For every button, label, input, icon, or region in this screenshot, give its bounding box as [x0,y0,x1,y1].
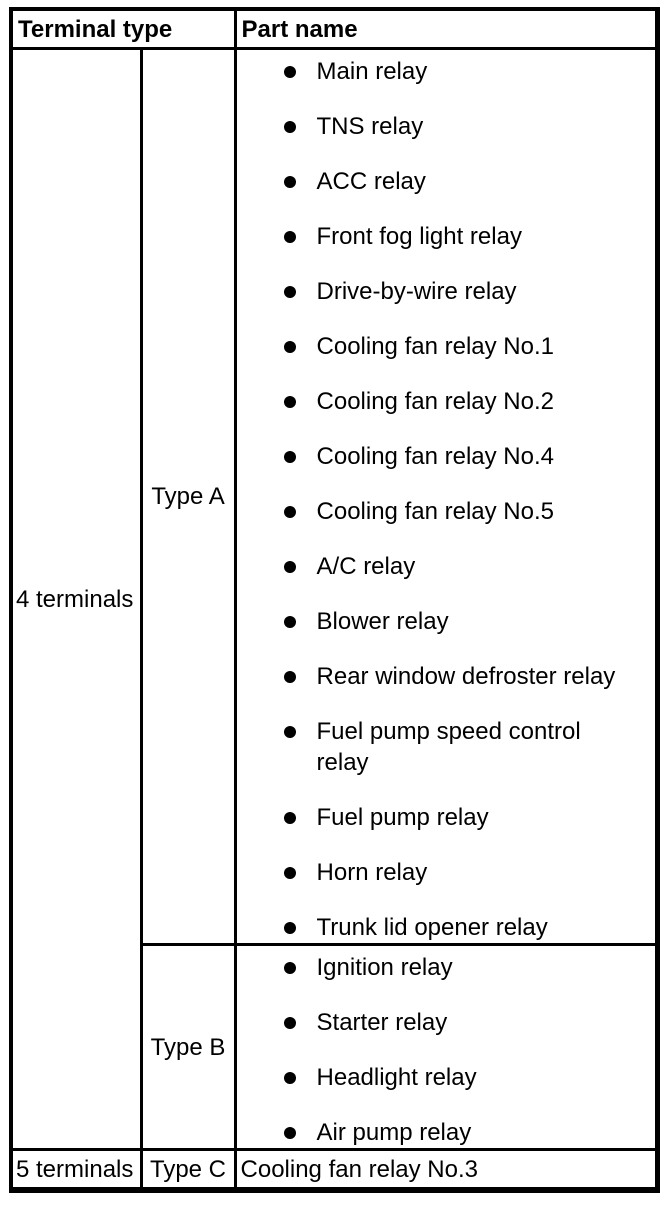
part-name-text: Horn relay [316,859,428,886]
list-item: Cooling fan relay No.2 [283,386,655,417]
list-item: Air pump relay [283,1117,655,1147]
bullet-icon [283,812,296,824]
part-name-text: Fuel pump speed control relay [316,718,581,776]
list-item: Cooling fan relay No.4 [283,441,655,472]
part-name-text: Ignition relay [316,954,453,981]
terminal-type-table: Terminal type Part name 4 terminals Type… [9,7,660,1193]
list-item: Trunk lid opener relay [283,912,655,942]
list-item: Front fog light relay [283,221,655,252]
parts-list-type-b: Ignition relay Starter relay Headlight r… [238,948,655,1147]
list-item: TNS relay [283,111,655,142]
cell-4-terminals: 4 terminals [9,47,143,1151]
part-name-text: Cooling fan relay No.1 [316,333,554,360]
bullet-icon [283,922,296,934]
cell-parts-type-a: Main relay TNS relay ACC relay Front fog… [233,47,659,946]
list-item: Rear window defroster relay [283,661,655,692]
bullet-icon [283,231,296,243]
cell-5-terminals: 5 terminals [9,1148,143,1192]
bullet-icon [283,506,296,518]
bullet-icon [283,1127,296,1139]
bullet-icon [283,726,296,738]
part-name-text: Cooling fan relay No.2 [316,388,554,415]
list-item: Fuel pump relay [283,802,655,833]
part-name-text: Starter relay [316,1009,448,1036]
header-terminal-type: Terminal type [9,7,237,50]
part-name-text: Cooling fan relay No.4 [316,443,554,470]
bullet-icon [283,1017,296,1029]
list-item: Horn relay [283,857,655,888]
part-name-text: Headlight relay [316,1064,477,1091]
part-name-text: TNS relay [316,113,424,140]
bullet-icon [283,66,296,78]
cell-type-c: Type C [139,1148,237,1192]
bullet-icon [283,451,296,463]
table-row-type-b: Type B Ignition relay Starter relay Head… [11,943,659,1151]
bullet-icon [283,286,296,298]
bullet-icon [283,962,296,974]
bullet-icon [283,616,296,628]
part-name-text: A/C relay [316,553,416,580]
bullet-icon [283,1072,296,1084]
list-item: ACC relay [283,166,655,197]
bullet-icon [283,867,296,879]
list-item: Ignition relay [283,952,655,983]
bullet-icon [283,671,296,683]
cell-part-type-c: Cooling fan relay No.3 [233,1148,659,1192]
bullet-icon [283,176,296,188]
part-name-text: Blower relay [316,608,449,635]
cell-type-b: Type B [139,943,237,1151]
part-name-text: Front fog light relay [316,223,522,250]
list-item: Blower relay [283,606,655,637]
list-item: Cooling fan relay No.5 [283,496,655,527]
table-row-type-a: 4 terminals Type A Main relay TNS relay … [9,47,659,1151]
part-name-text: Cooling fan relay No.5 [316,498,554,525]
header-part-name: Part name [233,7,659,50]
part-name-text: Rear window defroster relay [316,663,616,690]
part-name-text: Main relay [316,58,428,85]
part-name-text: Drive-by-wire relay [316,278,517,305]
part-name-text: Air pump relay [316,1119,472,1146]
list-item: Fuel pump speed control relay [283,716,655,778]
cell-type-a: Type A [139,47,237,946]
part-name-text: Trunk lid opener relay [316,914,548,941]
cell-parts-type-b: Ignition relay Starter relay Headlight r… [233,943,659,1151]
list-item: Headlight relay [283,1062,655,1093]
list-item: Starter relay [283,1007,655,1038]
table-header-row: Terminal type Part name [9,7,659,50]
part-name-text: Fuel pump relay [316,804,489,831]
bullet-icon [283,396,296,408]
bullet-icon [283,341,296,353]
part-name-text: ACC relay [316,168,426,195]
list-item: A/C relay [283,551,655,582]
bullet-icon [283,121,296,133]
list-item: Main relay [283,56,655,87]
bullet-icon [283,561,296,573]
parts-list-type-a: Main relay TNS relay ACC relay Front fog… [238,52,655,942]
list-item: Drive-by-wire relay [283,276,655,307]
table-row-type-c: 5 terminals Type C Cooling fan relay No.… [9,1148,659,1192]
list-item: Cooling fan relay No.1 [283,331,655,362]
